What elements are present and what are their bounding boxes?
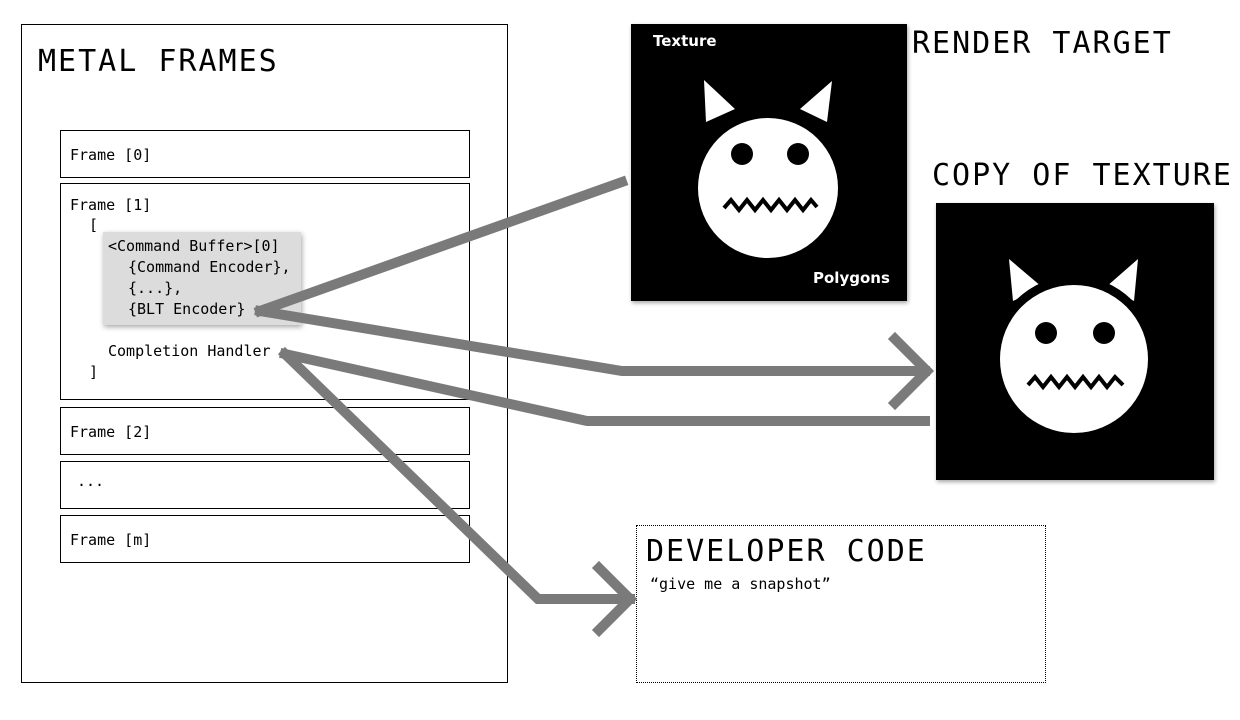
- command-buffer-label: <Command Buffer>[0]: [108, 237, 280, 255]
- developer-code-box: [636, 525, 1046, 683]
- frame-m-label: Frame [m]: [70, 531, 152, 549]
- frame-2-box: Frame [2]: [60, 407, 470, 455]
- blt-encoder-label: {BLT Encoder}: [128, 300, 246, 318]
- arrow-blt-to-copy: [254, 305, 930, 376]
- copy-of-texture-title: COPY OF TEXTURE: [932, 158, 1233, 193]
- developer-code-title: DEVELOPER CODE: [646, 534, 927, 569]
- frame-1-label: Frame [1]: [70, 196, 152, 214]
- frame-2-label: Frame [2]: [70, 423, 152, 441]
- render-target-texture: Texture Polygons: [631, 24, 907, 301]
- copy-of-texture-image: [936, 203, 1214, 480]
- command-encoder-label: {Command Encoder},: [128, 258, 291, 276]
- developer-code-quote: “give me a snapshot”: [650, 575, 831, 593]
- frame-0-label: Frame [0]: [70, 146, 152, 164]
- ellipsis-encoder-label: {...},: [128, 279, 183, 297]
- arrow-right-icon: [591, 560, 638, 638]
- arrow-completion-to-developer: [277, 346, 635, 604]
- open-bracket: [: [89, 216, 99, 234]
- arrow-blt-to-render-target: [253, 175, 629, 318]
- polygons-label: Polygons: [813, 269, 890, 287]
- frame-ellipsis-label: ...: [77, 472, 105, 490]
- frame-m-box: Frame [m]: [60, 515, 470, 563]
- monster-face-icon: [692, 80, 844, 264]
- frame-0-box: Frame [0]: [60, 130, 470, 178]
- texture-label: Texture: [653, 32, 717, 50]
- close-bracket: ]: [89, 363, 99, 381]
- render-target-title: RENDER TARGET: [912, 26, 1173, 61]
- arrow-right-icon: [887, 331, 935, 411]
- metal-frames-title: METAL FRAMES: [38, 44, 279, 79]
- completion-handler-label: Completion Handler: [108, 342, 271, 360]
- monster-face-icon: [992, 259, 1156, 440]
- arrow-completion-to-copy: [279, 348, 930, 426]
